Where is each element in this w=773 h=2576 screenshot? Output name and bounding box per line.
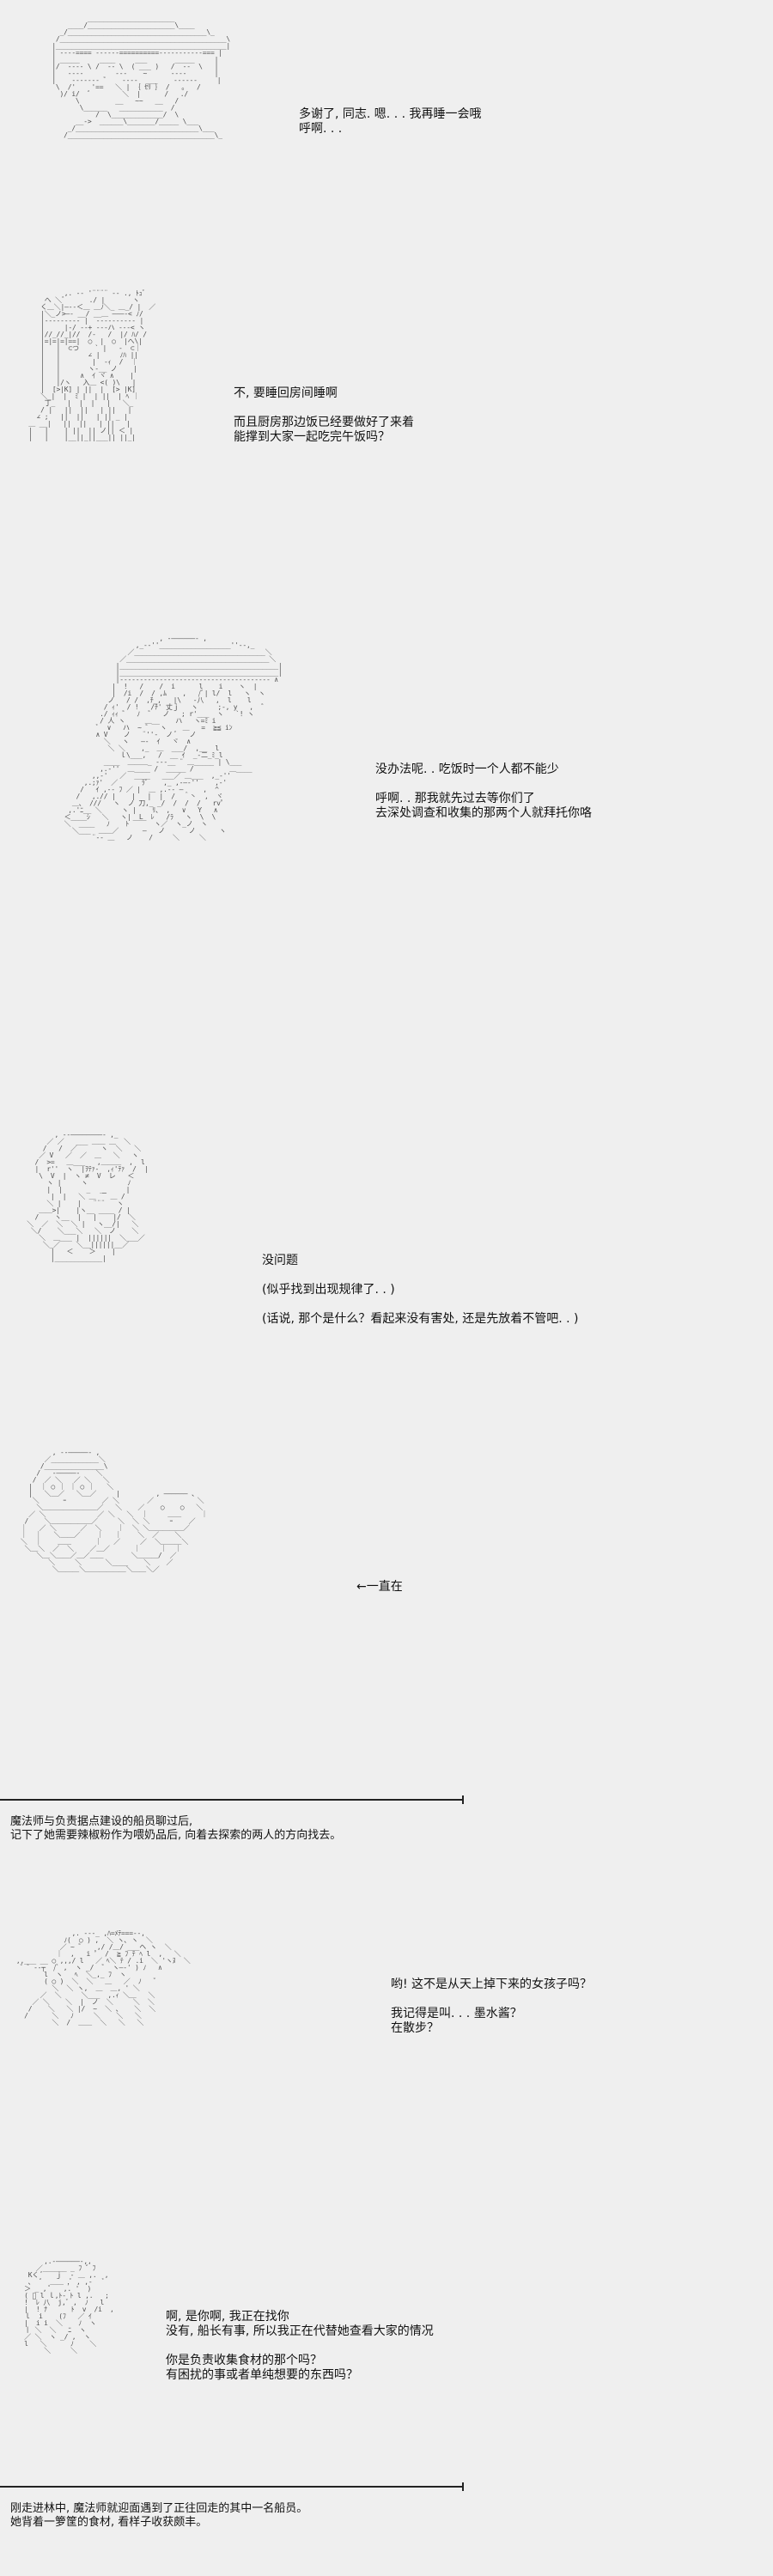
panel-divider-2-tick: [462, 2482, 464, 2491]
label-always-there: ←一直在: [356, 1580, 403, 1594]
ascii-art-panel-2: ,. -‐ '¨¨¨¨ ‐- ., ﾄｭﾞ へ ＼ﾞ ./ | ヽ く＿＼|―‐…: [28, 289, 156, 441]
ascii-art-panel-4: , ‐-――――――――- ,_ ／ ／ ___ ＿＿ ＿ ＼ / / ／ ヽ …: [27, 1131, 149, 1262]
speech-panel-1: 多谢了, 同志. 嗯. . . 我再睡一会哦 呼啊. . .: [299, 107, 482, 136]
narration-1: 魔法师与负责据点建设的船员聊过后, 记下了她需要辣椒粉作为喂奶品后, 向着去探索…: [10, 1815, 342, 1842]
ascii-art-panel-7: ,.-――――――-,, ／______ _ ﾌ ゛ﾌ Kく ﾞ ｊ ‐ ＿ ,…: [24, 2257, 114, 2354]
speech-panel-7: 啊, 是你啊, 我正在找你 没有, 船长有事, 所以我正在代替她查看大家的情况 …: [166, 2310, 434, 2382]
speech-panel-2: 不, 要睡回房间睡啊 而且厨房那边饭已经要做好了来着 能撑到大家一起吃完午饭吗？: [234, 386, 414, 444]
panel-divider-1-tick: [462, 1795, 464, 1804]
narration-2: 刚走进林中, 魔法师就迎面遇到了正往回走的其中一名船员。 她背着一箩筐的食材, …: [10, 2502, 308, 2529]
speech-panel-6: 哟! 这不是从天上掉下来的女孩子吗？ 我记得是叫. . . 墨水酱？ 在散步？: [391, 1978, 593, 2035]
panel-divider-1: [0, 1799, 464, 1801]
speech-panel-4: 没问题 (似乎找到出现规律了. . ) (话说, 那个是什么？看起来没有害处, …: [262, 1254, 579, 1326]
ascii-art-panel-3: , -――――――- , ,_-‐''__________________''‐…: [64, 635, 283, 841]
ascii-art-panel-5: , ‐-―――――- , ／____________＼ /___________…: [20, 1449, 208, 1573]
ascii-art-panel-1: ______________________ ____/____________…: [52, 15, 231, 139]
ascii-art-panel-6: ,. ---_ ,ﾊ=ﾒﾃ===‐-, ﾉ( ○ ) , ＼ ヽ､ ヽ ＼ ／ …: [15, 1929, 191, 2026]
panel-divider-2: [0, 2486, 464, 2488]
speech-panel-3: 没办法呢. . 吃饭时一个人都不能少 呼啊. . 那我就先过去等你们了 去深处调…: [375, 762, 592, 820]
